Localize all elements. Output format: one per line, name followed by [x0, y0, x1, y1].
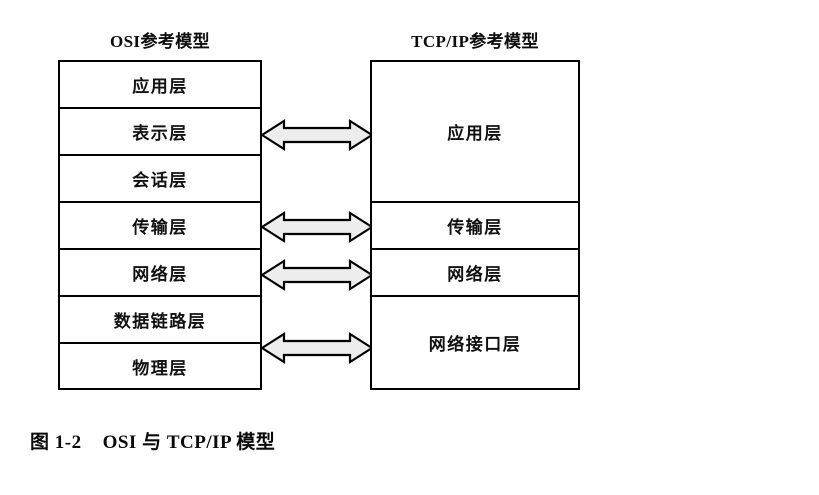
osi-layer-label: 应用层: [132, 77, 188, 96]
osi-layer-row: 传输层: [60, 203, 260, 250]
osi-layer-label: 物理层: [132, 358, 188, 378]
tcpip-layer-row: 传输层: [372, 203, 578, 250]
tcpip-column-title: TCP/IP参考模型: [411, 32, 539, 51]
osi-layer-label: 网络层: [132, 265, 188, 284]
tcpip-layer-row: 应用层: [372, 62, 578, 203]
tcpip-layer-label: 应用层: [447, 124, 503, 143]
arrow-network-icon: [262, 258, 372, 292]
tcpip-layer-label: 网络层: [447, 265, 503, 284]
osi-layer-row: 网络层: [60, 250, 260, 297]
osi-layer-row: 会话层: [60, 156, 260, 203]
osi-layer-row: 应用层: [60, 62, 260, 109]
osi-column-title: OSI参考模型: [109, 32, 211, 51]
osi-layer-label: 传输层: [132, 218, 188, 237]
tcpip-layer-label: 传输层: [447, 218, 503, 237]
arrow-transport-icon: [262, 210, 372, 244]
figure-caption: 图 1-2 OSI 与 TCP/IP 模型: [30, 432, 276, 453]
osi-layer-label: 数据链路层: [113, 312, 207, 331]
arrow-network-interface-icon: [262, 331, 372, 365]
osi-layer-row: 物理层: [60, 344, 260, 388]
osi-layer-stack: 应用层 表示层 会话层 传输层 网络层 数据链路层 物理层: [58, 60, 262, 390]
tcpip-layer-row: 网络接口层: [372, 297, 578, 388]
tcpip-layer-label: 网络接口层: [428, 335, 522, 354]
arrow-application-icon: [262, 118, 372, 152]
tcpip-layer-stack: 应用层 传输层 网络层 网络接口层: [370, 60, 580, 390]
osi-layer-row: 数据链路层: [60, 297, 260, 344]
osi-layer-label: 会话层: [132, 171, 188, 190]
tcpip-layer-row: 网络层: [372, 250, 578, 297]
osi-layer-label: 表示层: [132, 124, 188, 143]
osi-layer-row: 表示层: [60, 109, 260, 156]
